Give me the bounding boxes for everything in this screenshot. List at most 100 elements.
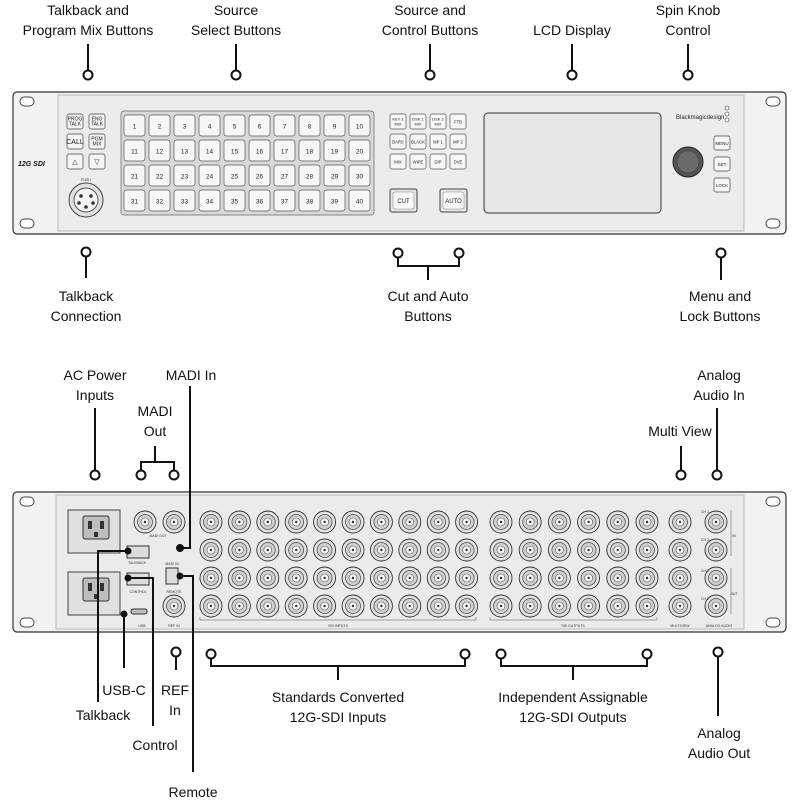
source-button-7[interactable]: 7 bbox=[273, 114, 296, 137]
control-button-10[interactable]: WIPE bbox=[409, 153, 427, 170]
source-button-6[interactable]: 6 bbox=[248, 114, 271, 137]
source-button-27[interactable]: 27 bbox=[273, 164, 296, 187]
source-button-31[interactable]: 31 bbox=[123, 189, 146, 212]
source-button-29[interactable]: 29 bbox=[323, 164, 346, 187]
source-button-17[interactable]: 17 bbox=[273, 139, 296, 162]
svg-text:WIPE: WIPE bbox=[413, 160, 424, 165]
svg-text:5: 5 bbox=[233, 124, 237, 131]
svg-text:MIX: MIX bbox=[93, 142, 103, 148]
menu-button[interactable]: MENU bbox=[713, 135, 731, 151]
svg-text:DVE: DVE bbox=[454, 160, 463, 165]
sdi-input-bnc bbox=[341, 594, 365, 618]
source-button-36[interactable]: 36 bbox=[248, 189, 271, 212]
source-button-18[interactable]: 18 bbox=[298, 139, 321, 162]
sdi-output-bnc bbox=[489, 566, 513, 590]
sdi-input-bnc bbox=[426, 566, 450, 590]
talkback-button-6[interactable]: ▽ bbox=[88, 153, 106, 170]
control-button-4[interactable]: FTB bbox=[449, 113, 467, 130]
source-button-16[interactable]: 16 bbox=[248, 139, 271, 162]
control-button-5[interactable]: BARS bbox=[389, 133, 407, 150]
rack-hole bbox=[19, 96, 35, 107]
sdi-input-bnc bbox=[426, 538, 450, 562]
source-button-39[interactable]: 39 bbox=[323, 189, 346, 212]
talkback-button-3[interactable]: CALL bbox=[66, 133, 84, 150]
control-button-12[interactable]: DVE bbox=[449, 153, 467, 170]
menu-button-group: MENU SET LOCK bbox=[713, 135, 731, 193]
svg-text:MADI OUT: MADI OUT bbox=[149, 534, 167, 538]
svg-text:OUT: OUT bbox=[730, 592, 738, 596]
control-button-8[interactable]: MP 2 bbox=[449, 133, 467, 150]
sdi-output-bnc bbox=[489, 538, 513, 562]
control-button-11[interactable]: DIP bbox=[429, 153, 447, 170]
source-button-15[interactable]: 15 bbox=[223, 139, 246, 162]
set-button[interactable]: SET bbox=[713, 156, 731, 172]
source-button-34[interactable]: 34 bbox=[198, 189, 221, 212]
madi-out-bnc-2 bbox=[162, 510, 186, 534]
rack-hole bbox=[765, 96, 781, 107]
svg-text:CONTROL: CONTROL bbox=[129, 590, 146, 594]
source-button-32[interactable]: 32 bbox=[148, 189, 171, 212]
source-button-33[interactable]: 33 bbox=[173, 189, 196, 212]
svg-text:CH 1: CH 1 bbox=[701, 510, 709, 514]
control-button-7[interactable]: MP 1 bbox=[429, 133, 447, 150]
talkback-button-5[interactable]: △ bbox=[66, 153, 84, 170]
svg-text:36: 36 bbox=[256, 199, 264, 206]
source-button-10[interactable]: 10 bbox=[348, 114, 371, 137]
source-button-30[interactable]: 30 bbox=[348, 164, 371, 187]
svg-text:33: 33 bbox=[181, 199, 189, 206]
source-button-14[interactable]: 14 bbox=[198, 139, 221, 162]
control-button-9[interactable]: MIX bbox=[389, 153, 407, 170]
sdi-output-bnc bbox=[635, 538, 659, 562]
sdi-output-bnc bbox=[635, 594, 659, 618]
sdi-output-bnc bbox=[489, 594, 513, 618]
source-button-5[interactable]: 5 bbox=[223, 114, 246, 137]
svg-text:MIX: MIX bbox=[394, 122, 401, 127]
callout-cut-auto: Cut and Auto Buttons bbox=[387, 288, 469, 324]
source-button-9[interactable]: 9 bbox=[323, 114, 346, 137]
sdi-input-bnc bbox=[455, 510, 479, 534]
source-button-4[interactable]: 4 bbox=[198, 114, 221, 137]
sdi-output-bnc bbox=[547, 538, 571, 562]
lock-button[interactable]: LOCK bbox=[713, 177, 731, 193]
source-button-35[interactable]: 35 bbox=[223, 189, 246, 212]
cut-button[interactable]: CUT bbox=[389, 188, 418, 213]
sdi-input-bnc bbox=[227, 566, 251, 590]
source-button-28[interactable]: 28 bbox=[298, 164, 321, 187]
source-button-40[interactable]: 40 bbox=[348, 189, 371, 212]
source-button-20[interactable]: 20 bbox=[348, 139, 371, 162]
source-button-13[interactable]: 13 bbox=[173, 139, 196, 162]
analog-audio-xlr bbox=[704, 538, 728, 562]
source-button-22[interactable]: 22 bbox=[148, 164, 171, 187]
svg-text:BARS: BARS bbox=[392, 140, 404, 145]
source-button-24[interactable]: 24 bbox=[198, 164, 221, 187]
source-button-2[interactable]: 2 bbox=[148, 114, 171, 137]
control-button-6[interactable]: BLACK bbox=[409, 133, 427, 150]
source-button-23[interactable]: 23 bbox=[173, 164, 196, 187]
source-button-26[interactable]: 26 bbox=[248, 164, 271, 187]
source-button-19[interactable]: 19 bbox=[323, 139, 346, 162]
svg-text:△: △ bbox=[72, 159, 78, 166]
source-button-25[interactable]: 25 bbox=[223, 164, 246, 187]
source-button-21[interactable]: 21 bbox=[123, 164, 146, 187]
svg-text:USB: USB bbox=[138, 624, 146, 628]
svg-text:27: 27 bbox=[281, 174, 289, 181]
svg-text:MENU: MENU bbox=[715, 141, 728, 146]
svg-text:38: 38 bbox=[306, 199, 314, 206]
source-button-3[interactable]: 3 bbox=[173, 114, 196, 137]
source-button-8[interactable]: 8 bbox=[298, 114, 321, 137]
source-button-38[interactable]: 38 bbox=[298, 189, 321, 212]
sdi-input-bnc bbox=[341, 510, 365, 534]
source-button-11[interactable]: 11 bbox=[123, 139, 146, 162]
sdi-input-bnc bbox=[284, 594, 308, 618]
source-button-1[interactable]: 1 bbox=[123, 114, 146, 137]
sdi-input-bnc bbox=[455, 594, 479, 618]
auto-button[interactable]: AUTO bbox=[439, 188, 468, 213]
source-button-37[interactable]: 37 bbox=[273, 189, 296, 212]
source-button-12[interactable]: 12 bbox=[148, 139, 171, 162]
